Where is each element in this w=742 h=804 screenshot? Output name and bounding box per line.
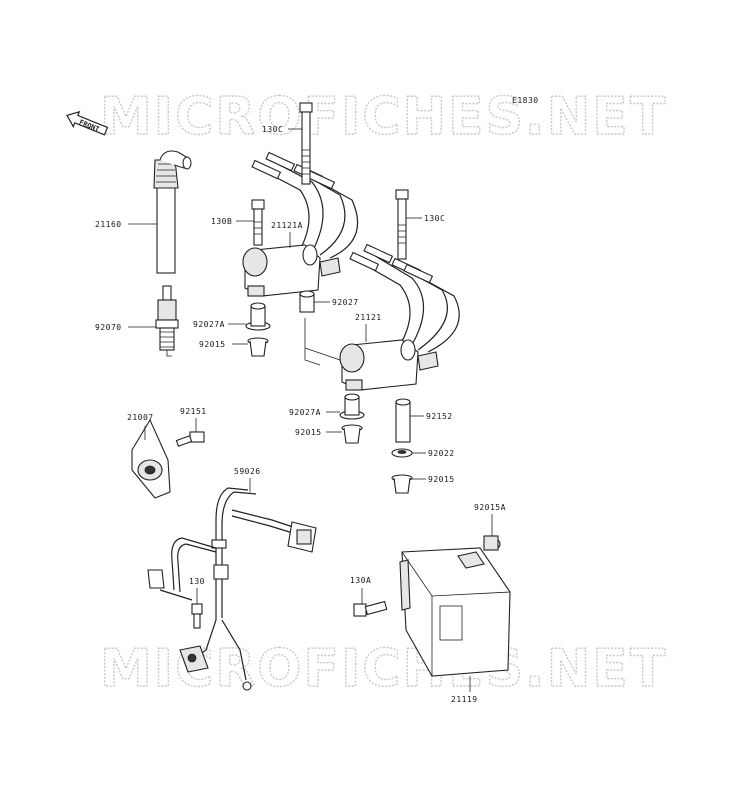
washer-92022 (391, 448, 413, 458)
part-label-92027A-mid: 92027A (289, 408, 321, 417)
part-label-130C-top: 130C (262, 125, 283, 134)
spark-plug (155, 285, 179, 357)
watermark-top: MICROFICHES.NET (100, 87, 667, 147)
grommet-92015-right (391, 474, 413, 494)
part-label-21121A: 21121A (271, 221, 303, 230)
part-label-92027: 92027 (332, 298, 359, 307)
part-label-130: 130 (189, 577, 205, 586)
collar-92027 (299, 290, 315, 313)
watermark-bottom: MICROFICHES.NET (100, 639, 667, 699)
grommet-92015A (483, 535, 501, 551)
diagram-code: E1830 (512, 96, 539, 105)
part-label-130A: 130A (350, 576, 371, 585)
part-label-92015-mid: 92015 (295, 428, 322, 437)
part-label-59026: 59026 (234, 467, 261, 476)
front-label: FRONT (78, 118, 101, 133)
part-label-92022: 92022 (428, 449, 455, 458)
part-label-92015-left: 92015 (199, 340, 226, 349)
part-label-21119: 21119 (451, 695, 478, 704)
spark-plug-cap (153, 150, 192, 274)
part-label-130C-right: 130C (424, 214, 445, 223)
collar-92027A-mid (339, 393, 365, 420)
part-label-21121: 21121 (355, 313, 382, 322)
part-label-92015-right: 92015 (428, 475, 455, 484)
bolt-130B (251, 199, 265, 246)
collar-92027A-left (245, 302, 271, 331)
part-label-92027A-left: 92027A (193, 320, 225, 329)
part-label-92151: 92151 (180, 407, 207, 416)
part-label-21160: 21160 (95, 220, 122, 229)
bolt-130 (191, 603, 203, 629)
igniter-unit-21119 (399, 547, 511, 677)
part-label-92152: 92152 (426, 412, 453, 421)
grommet-92015-mid (341, 424, 363, 444)
bolt-130C-upper (299, 102, 313, 185)
pickup-plate-21007 (131, 418, 171, 499)
part-label-92070: 92070 (95, 323, 122, 332)
collar-92152 (395, 398, 411, 443)
part-label-130B: 130B (211, 217, 232, 226)
bolt-130C-right (395, 189, 409, 260)
ignition-coil-lower (339, 243, 460, 391)
grommet-92015-left (247, 337, 269, 357)
part-label-21007: 21007 (127, 413, 154, 422)
part-label-92015A: 92015A (474, 503, 506, 512)
bolt-130A (353, 600, 388, 617)
wire-harness-59026 (147, 487, 317, 691)
screw-92151 (175, 431, 205, 447)
